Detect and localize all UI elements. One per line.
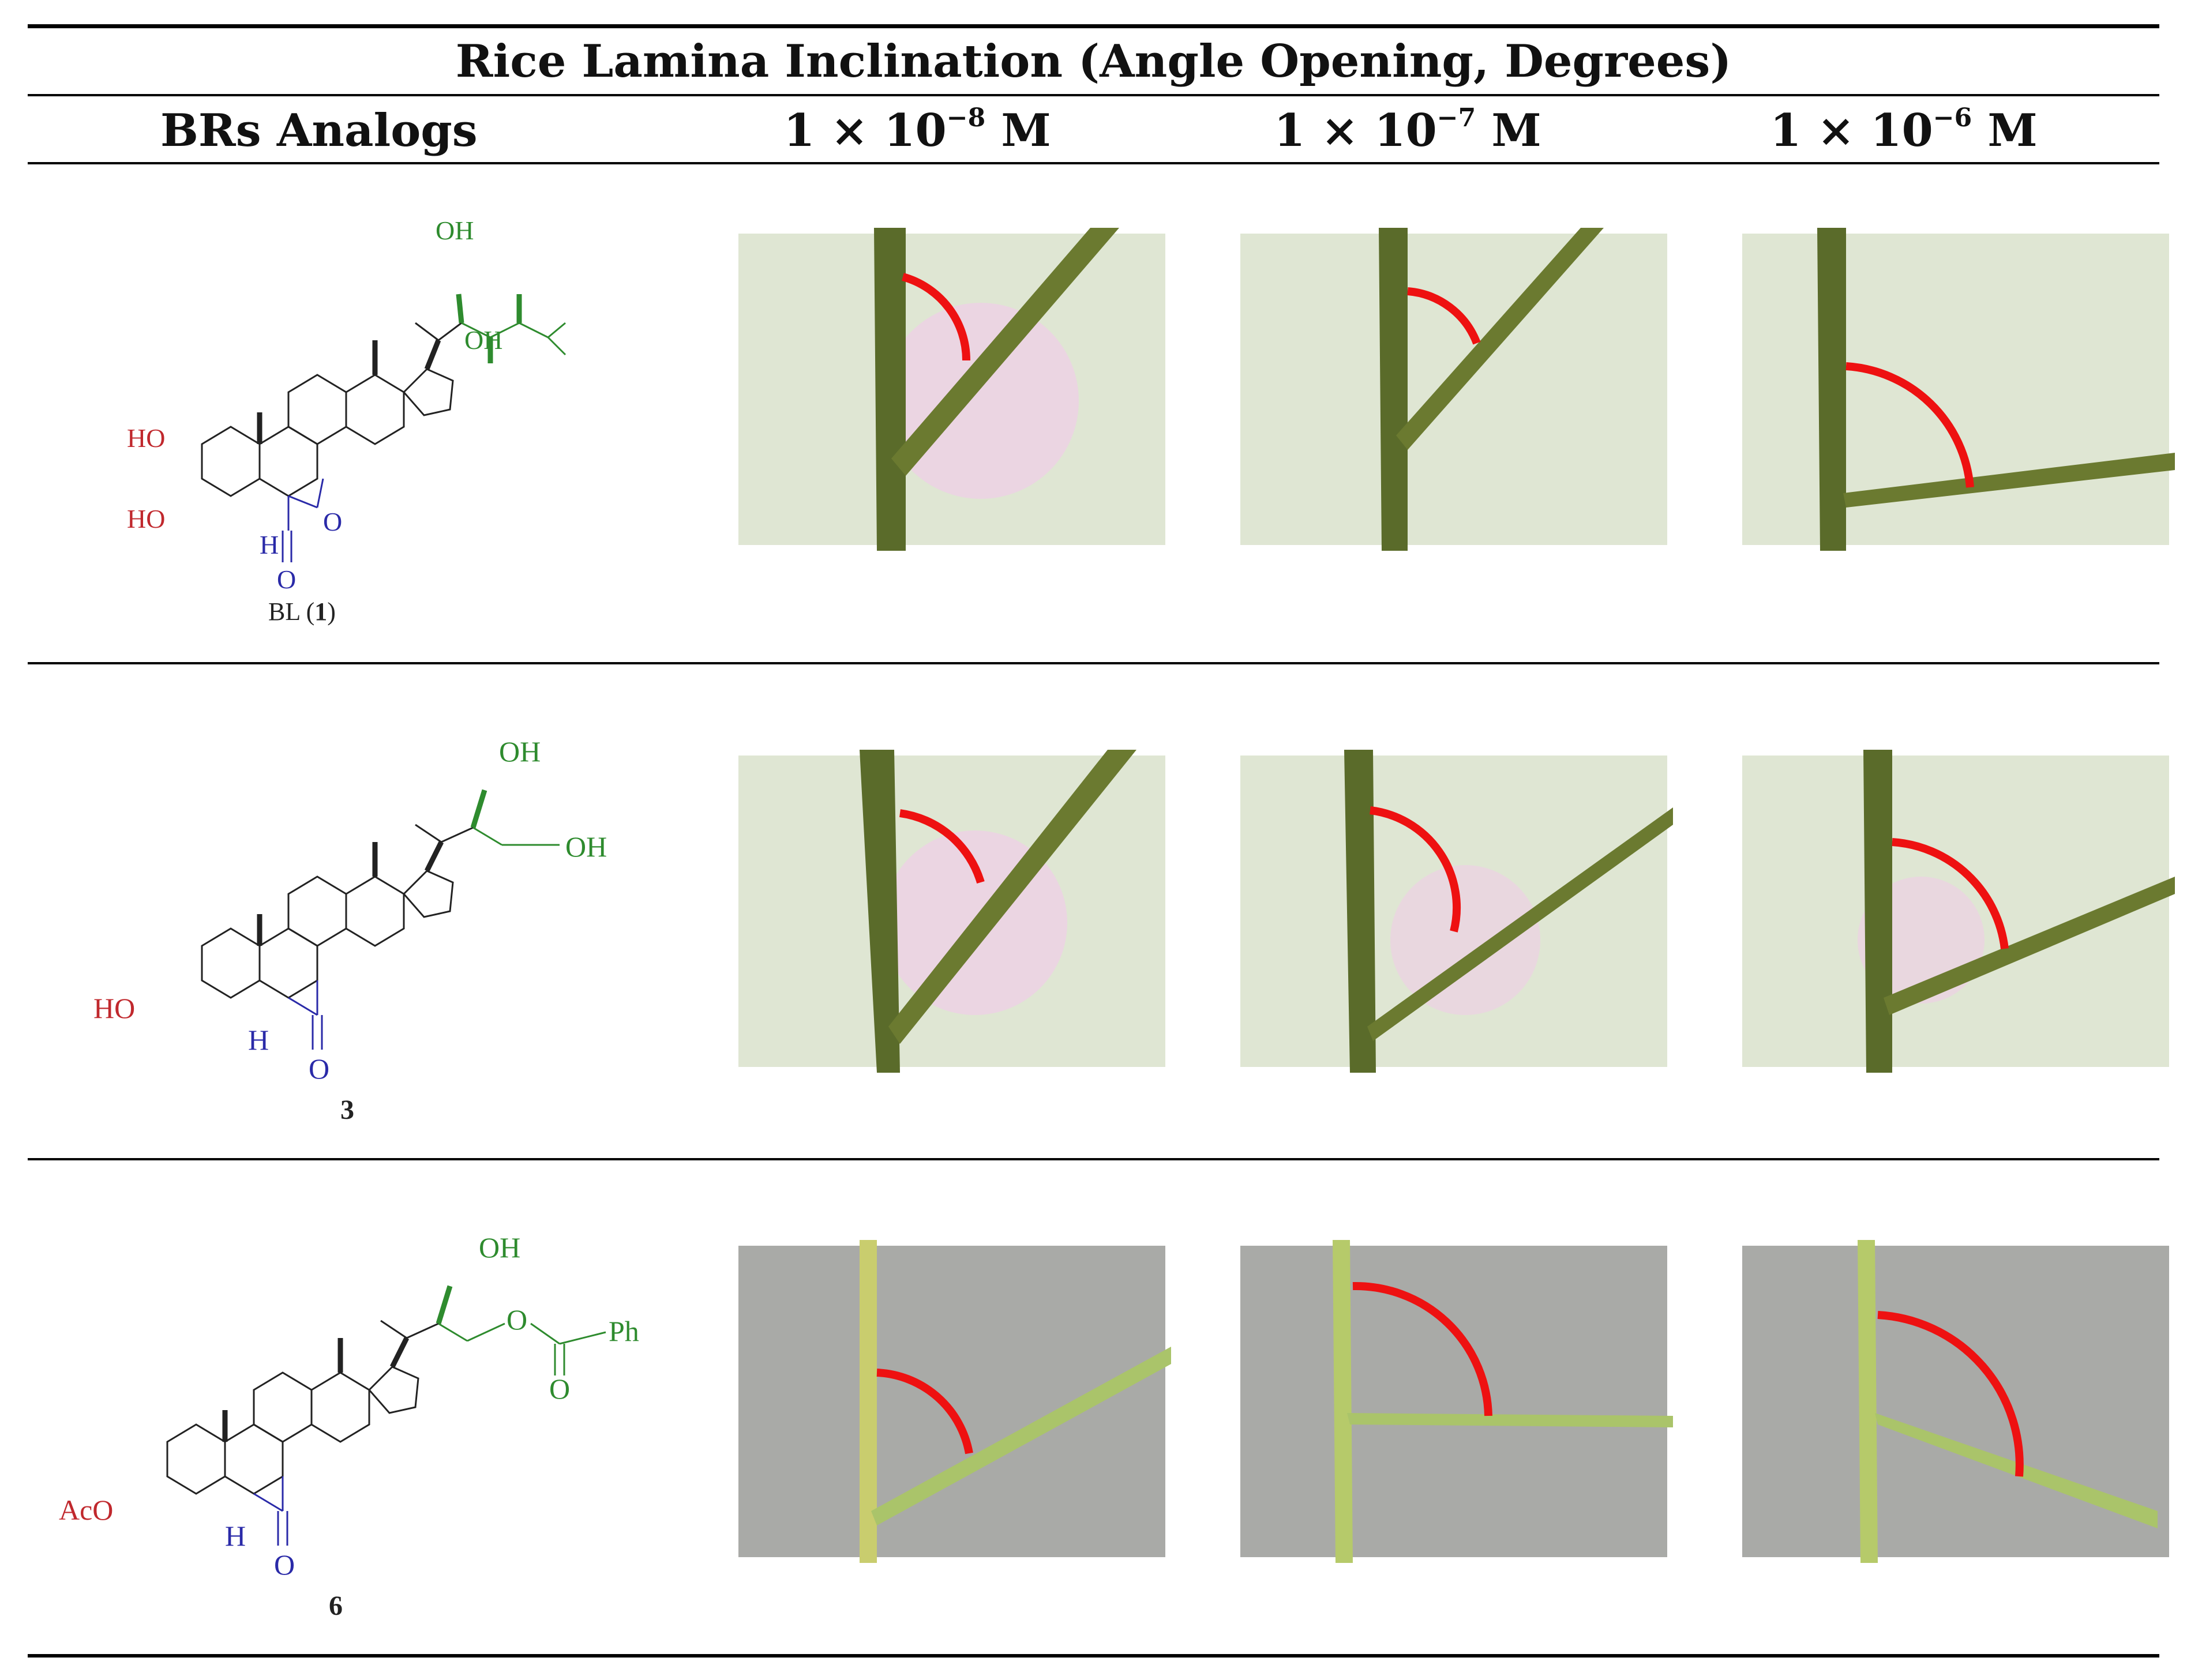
leaf-photo-1-2	[1240, 228, 1667, 551]
o-label: O	[274, 1549, 295, 1581]
oh-label: OH	[479, 1231, 520, 1264]
compound-label: 6	[329, 1591, 343, 1621]
o-label: O	[549, 1373, 570, 1405]
o-label: O	[309, 1053, 329, 1085]
column-header-conc-1: 1 × 10−8 M	[783, 103, 1051, 157]
h-label: H	[248, 1024, 269, 1056]
h-label: H	[225, 1520, 246, 1552]
oh-label: OH	[464, 325, 502, 355]
header-rule	[28, 94, 2159, 96]
leaf-photo-3-3	[1742, 1240, 2169, 1563]
compound-label: 3	[340, 1095, 354, 1125]
o-label: O	[323, 507, 342, 536]
column-header-conc-2: 1 × 10−7 M	[1274, 103, 1541, 157]
o-label: O	[277, 565, 296, 594]
ho-label: HO	[127, 504, 165, 533]
ho-label: HO	[127, 423, 165, 453]
row-divider	[28, 1158, 2159, 1160]
aco-label: AcO	[59, 1494, 113, 1526]
leaf-photo-3-2	[1240, 1240, 1673, 1563]
leaf-photo-1-3	[1742, 228, 2175, 551]
oh-label: OH	[499, 735, 541, 768]
oh-label: OH	[565, 830, 607, 863]
o-label: O	[507, 1303, 527, 1336]
compound-label: BL (1)	[268, 597, 336, 626]
bottom-rule	[28, 1654, 2159, 1658]
structure-3: OH OH HO H O 3	[93, 735, 607, 1125]
leaf-photo-2-1	[738, 750, 1165, 1073]
structure-bl-1: OH OH HO HO H O O BL (1)	[127, 216, 567, 626]
leaf-photo-1-1	[738, 228, 1165, 551]
structure-6: OH O Ph O AcO H O 6	[59, 1231, 639, 1621]
top-rule	[28, 24, 2159, 28]
oh-label: OH	[436, 216, 474, 245]
column-header-analogs: BRs Analogs	[160, 104, 478, 157]
table-supertitle: Rice Lamina Inclination (Angle Opening, …	[455, 35, 1732, 88]
leaf-photo-2-2	[1240, 750, 1673, 1073]
h-label: H	[260, 530, 279, 559]
ph-label: Ph	[609, 1315, 639, 1347]
leaf-photo-2-3	[1742, 750, 2175, 1073]
column-header-conc-3: 1 × 10−6 M	[1770, 103, 2038, 157]
leaf-photo-3-1	[738, 1240, 1171, 1563]
header-bottom-rule	[28, 162, 2159, 164]
ho-label: HO	[93, 992, 135, 1024]
row-divider	[28, 662, 2159, 664]
